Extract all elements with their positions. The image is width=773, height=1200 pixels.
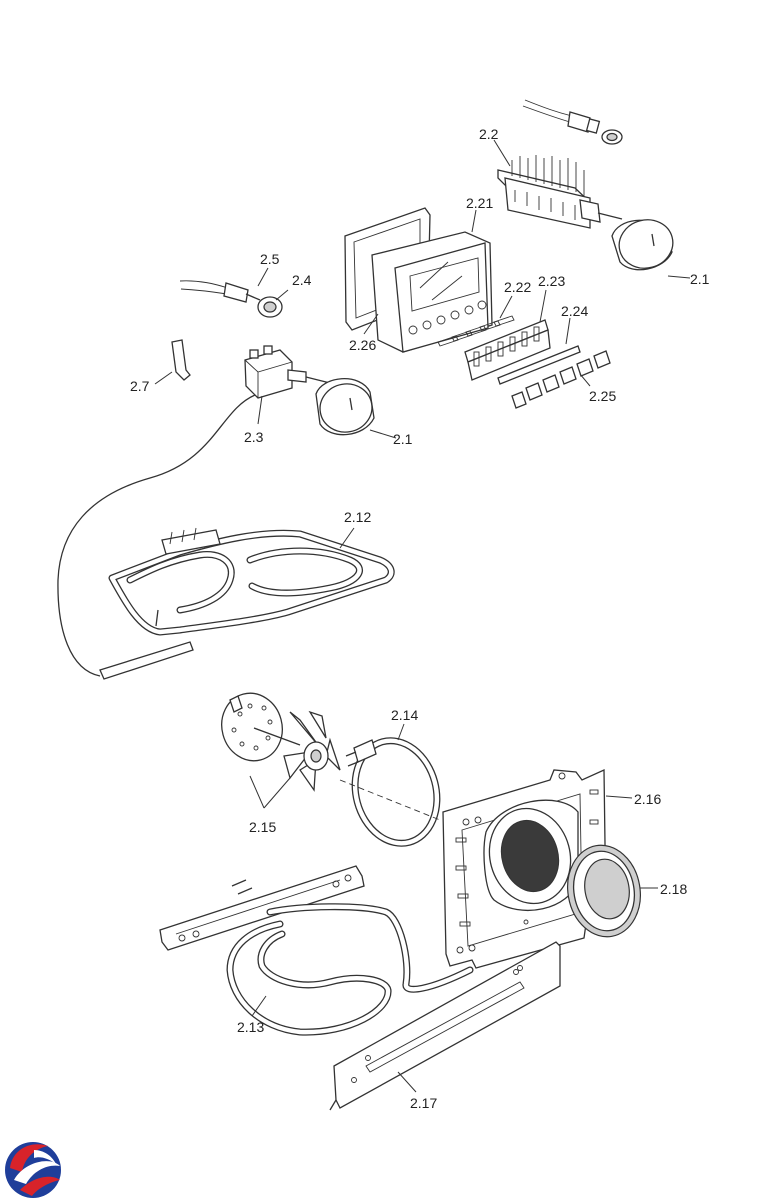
label-2-22: 2.22 bbox=[504, 279, 531, 295]
label-2-15: 2.15 bbox=[249, 819, 276, 835]
part-2-25-buttons bbox=[511, 350, 611, 409]
label-2-1-top: 2.1 bbox=[690, 271, 710, 287]
part-2-4-lamp bbox=[257, 296, 283, 318]
label-2-25: 2.25 bbox=[589, 388, 616, 404]
brand-logo bbox=[5, 1142, 61, 1198]
part-2-3-thermostat bbox=[244, 345, 331, 399]
part-2-2-selector-switch bbox=[497, 155, 623, 229]
label-2-14: 2.14 bbox=[391, 707, 418, 723]
label-2-13: 2.13 bbox=[237, 1019, 264, 1035]
label-2-7: 2.7 bbox=[130, 378, 150, 394]
label-2-2: 2.2 bbox=[479, 126, 499, 142]
part-2-5-wires bbox=[179, 280, 261, 303]
part-capillary-tube bbox=[57, 394, 256, 680]
part-2-17-rail bbox=[329, 941, 561, 1111]
part-2-21-programmer bbox=[344, 207, 515, 353]
label-2-3: 2.3 bbox=[244, 429, 264, 445]
label-2-26: 2.26 bbox=[349, 337, 376, 353]
part-labels: 2.2 2.21 2.1 2.5 2.4 2.22 2.23 2.24 2.26… bbox=[130, 126, 710, 1111]
part-2-18-cover bbox=[567, 844, 641, 938]
label-2-21: 2.21 bbox=[466, 195, 493, 211]
part-2-14-circular-element bbox=[339, 737, 441, 847]
part-2-7-clip bbox=[171, 339, 191, 381]
part-2-15-fan-blade bbox=[283, 710, 341, 792]
part-2-13-bottom-element bbox=[226, 903, 474, 1036]
label-2-12: 2.12 bbox=[344, 509, 371, 525]
label-2-17: 2.17 bbox=[410, 1095, 437, 1111]
part-2-24-button-bar bbox=[497, 345, 581, 385]
part-2-1-knob-mid bbox=[315, 378, 375, 436]
label-2-1-mid: 2.1 bbox=[393, 431, 413, 447]
part-2-23-contact-strip bbox=[464, 319, 551, 381]
part-2-13-bracket bbox=[159, 865, 365, 951]
part-2-12-grill-element bbox=[108, 527, 395, 636]
part-2-2-wires bbox=[522, 99, 623, 145]
leader-lines bbox=[154, 139, 691, 1093]
part-2-1-knob-top bbox=[611, 219, 674, 271]
label-2-23: 2.23 bbox=[538, 273, 565, 289]
label-2-18: 2.18 bbox=[660, 881, 687, 897]
label-2-5: 2.5 bbox=[260, 251, 280, 267]
part-2-16-back-panel bbox=[442, 768, 607, 969]
label-2-16: 2.16 bbox=[634, 791, 661, 807]
label-2-4: 2.4 bbox=[292, 272, 312, 288]
part-2-15-fan-motor bbox=[221, 692, 301, 762]
label-2-24: 2.24 bbox=[561, 303, 588, 319]
